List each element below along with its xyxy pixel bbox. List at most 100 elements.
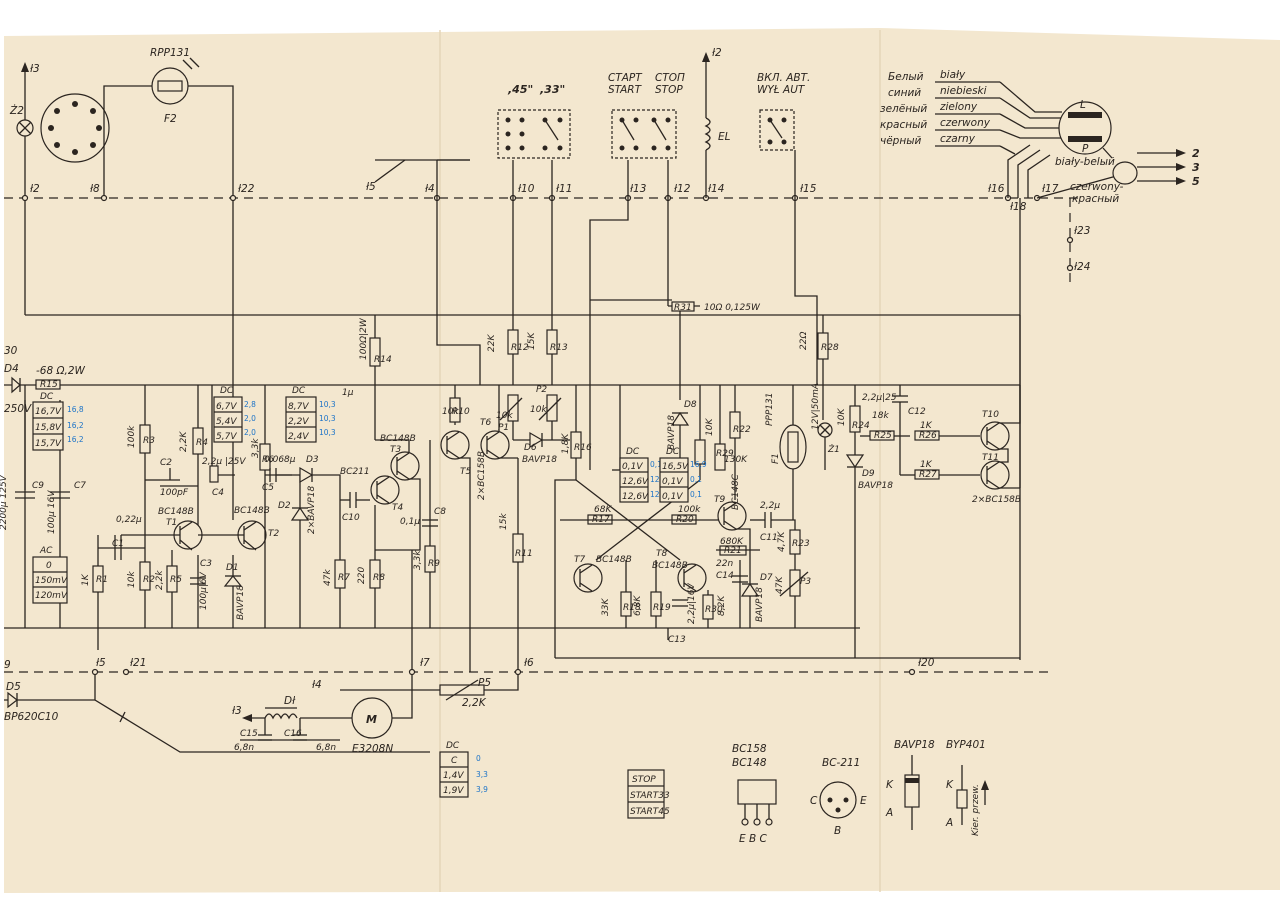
t10-t11-type: 2×BC158B <box>972 495 1021 505</box>
motor-m-icon: M <box>366 713 377 726</box>
ac-v2: 120mV <box>35 591 68 601</box>
dc1-v2: 15,7V <box>35 439 62 449</box>
r22-value: 10K <box>705 418 715 436</box>
bus-label-l17: ł17 <box>1042 183 1059 195</box>
t3-type: BC148B <box>380 434 416 444</box>
r14-value: 100Ω|2W <box>359 317 369 360</box>
speed-pots[interactable] <box>499 329 570 449</box>
t5-t6-type: 2×BC158B <box>477 451 487 500</box>
bus-label-l8: ł8 <box>90 183 100 195</box>
dc4-v1: 12,6V <box>622 477 649 487</box>
dc5-title: DC <box>666 447 680 457</box>
dc3-v2: 2,4V <box>288 432 309 442</box>
dc4-v0: 0,1V <box>622 462 643 472</box>
ac-v1: 150mV <box>35 576 68 586</box>
r7-id: R7 <box>338 573 350 583</box>
z1-type: 12V|50mA <box>811 383 821 430</box>
r17-id: R17 <box>592 515 610 525</box>
bus-label-l23: ł23 <box>1074 225 1090 237</box>
r19-id: R19 <box>653 603 671 613</box>
dc2-blue2: 2,0 <box>244 428 256 437</box>
label-33: ,33" <box>539 83 565 96</box>
r18-value: 33K <box>601 598 611 616</box>
c13-id: C13 <box>668 635 686 645</box>
dc6-v1: 1,4V <box>443 771 464 781</box>
dc3-blue0: 10,3 <box>319 400 336 409</box>
t6-id: T6 <box>480 418 491 428</box>
d9-type: BAVP18 <box>858 481 893 491</box>
p5-value: 2,2K <box>462 697 487 709</box>
t4-type: BC211 <box>340 467 370 477</box>
bus-label-l22: ł22 <box>238 183 255 195</box>
d2-type: 2×BAVP18 <box>307 486 317 534</box>
pickup-head-icon <box>1058 101 1113 159</box>
t1-id: T1 <box>166 518 177 528</box>
pinout-ebc: E B C <box>739 833 768 845</box>
c15-id: C15 <box>240 729 258 739</box>
label-d5-type: BP620C10 <box>4 711 59 723</box>
bus-label-l11: ł11 <box>556 183 572 195</box>
r30-value: 8,2K <box>717 595 727 616</box>
pinout-bc158: BC158 <box>732 743 767 755</box>
r24-value: 10K <box>837 408 847 426</box>
label-stop-ru: СТОП <box>655 72 685 84</box>
legend-pl-3: czerwony <box>940 117 991 129</box>
r8-value: 220 <box>357 567 367 584</box>
f1-type: PPP131 <box>765 393 775 426</box>
photoresistor-f1-icon <box>779 385 807 520</box>
label-l2-top: ł2 <box>712 47 722 59</box>
legend-ru-3: красный <box>880 119 927 131</box>
tube-socket-icon <box>40 93 110 163</box>
bus-label-l2: ł2 <box>30 183 40 195</box>
r24-d9 <box>845 385 865 658</box>
bus-label-l14: ł14 <box>708 183 724 195</box>
dc3-v1: 2,2V <box>288 417 309 427</box>
dc1-title: DC <box>40 392 54 402</box>
p2-value: 10k <box>530 405 547 415</box>
c12-id: C12 <box>908 407 926 417</box>
ac-title: AC <box>39 546 53 556</box>
pinout-bavp: BAVP18 <box>894 739 935 751</box>
dc6-blue0: 0 <box>476 754 481 763</box>
pinout-a-2: A <box>945 817 953 829</box>
r10-value: 10k <box>442 407 459 417</box>
start-stop-switch-icon[interactable] <box>611 109 677 159</box>
bus-label-l6: ł6 <box>524 657 534 669</box>
label-l4-bottom: ł4 <box>312 679 322 691</box>
c8-id: C8 <box>434 507 446 517</box>
legend-pl-2: zielony <box>939 101 978 113</box>
label-9: 9 <box>4 659 11 671</box>
auto-switch-icon[interactable] <box>759 109 795 151</box>
r31-id: R31 <box>674 303 692 313</box>
t2-id: T2 <box>268 529 279 539</box>
lamp-z1-icon <box>817 315 833 470</box>
r10-id: R10 <box>452 407 470 417</box>
dc1-blue2: 16,2 <box>67 435 84 444</box>
head-label-l: L <box>1080 99 1086 111</box>
dc1-blue0: 16,8 <box>67 405 84 414</box>
r13-value: 15K <box>527 332 537 350</box>
r2-id: R2 <box>143 575 155 585</box>
r3-value: 100k <box>127 425 137 448</box>
pinout-direction: Kier. przew. <box>971 784 981 836</box>
t8-type: BC148B <box>652 561 688 571</box>
r5-id: R5 <box>170 575 182 585</box>
dc6-title: DC <box>446 741 460 751</box>
pinout-c: C <box>810 795 818 807</box>
relay-coil-el-icon <box>702 52 711 198</box>
pinout-k-2: K <box>946 779 954 791</box>
label-start-pl: START <box>608 84 643 96</box>
dc2-blue0: 2,8 <box>244 400 256 409</box>
p1-value: 10k <box>496 411 513 421</box>
speed-switch-icon[interactable] <box>497 109 571 159</box>
c14-id: C14 <box>716 571 734 581</box>
ac-table <box>32 556 68 604</box>
bus-label-l21: ł21 <box>130 657 146 669</box>
label-30: 30 <box>4 345 18 357</box>
dc3-blue2: 10,3 <box>319 428 336 437</box>
stage1-wiring <box>92 385 267 650</box>
head-label-p: P <box>1082 143 1089 155</box>
c15-value: 6,8n <box>234 743 254 753</box>
